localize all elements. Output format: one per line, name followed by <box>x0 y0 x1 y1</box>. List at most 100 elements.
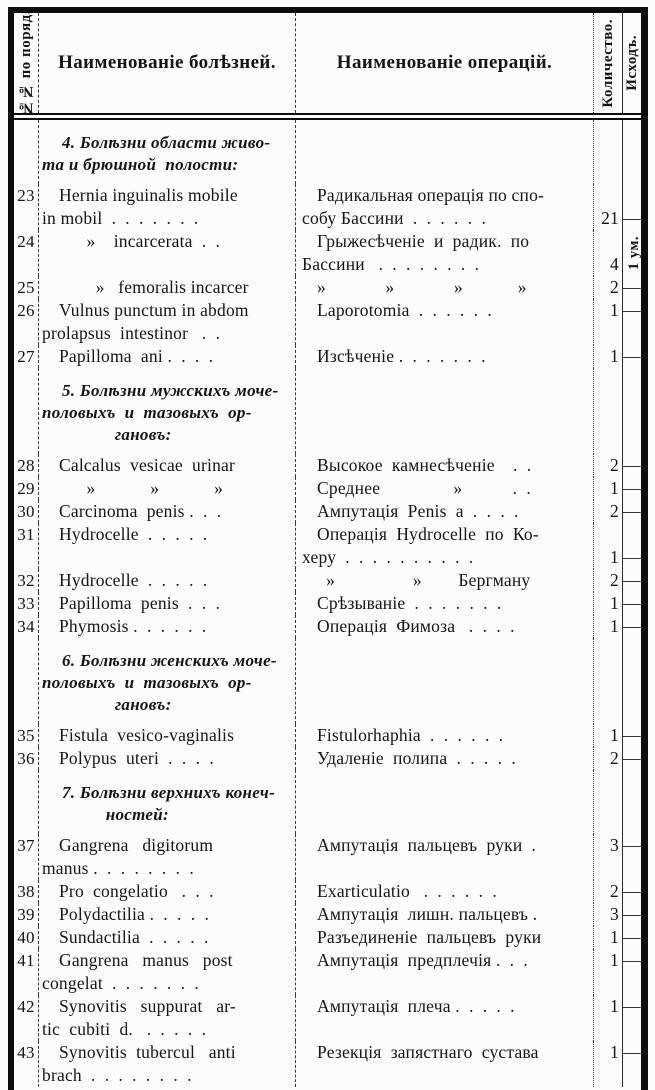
operation-cell: Резекція запястнаго сустава <box>295 1041 593 1087</box>
col-number-header: №№ по поряд. <box>17 10 34 116</box>
outcome-cell: — <box>622 995 641 1041</box>
section-heading-row: 4. Болѣзни области живо- та и брюшной по… <box>14 120 641 184</box>
operation-cell: Радикальная операція по спо- собу Бассин… <box>295 184 593 230</box>
outcome-cell <box>622 638 641 724</box>
row-number <box>14 368 38 454</box>
outcome-cell: — <box>622 1041 641 1087</box>
operation-cell: Высокое камнесѣченіе . . <box>295 454 593 477</box>
operation-cell: Операція Hydrocelle по Ко- херу . . . . … <box>295 523 593 569</box>
section-heading-row: 7. Болѣзни верхнихъ конеч- ностей: <box>14 770 641 834</box>
quantity-cell: 1 <box>593 477 622 500</box>
operation-cell <box>295 368 593 454</box>
outcome-cell: — <box>622 184 641 230</box>
header-double-rule <box>14 113 641 120</box>
row-number: 31 <box>17 525 35 544</box>
table-row: 25 » femoralis incarcer» » » »2— <box>14 276 641 299</box>
disease-cell: Hernia inguinalis mobile in mobil . . . … <box>38 184 295 230</box>
outcome-cell: — <box>622 477 641 500</box>
col-quantity-header-cell: Количество. <box>593 13 622 113</box>
row-number: 37 <box>17 836 35 855</box>
disease-cell: Synovitis suppurat ar- tic cubiti d. . .… <box>38 995 295 1041</box>
quantity-cell <box>593 770 622 834</box>
disease-cell: » femoralis incarcer <box>38 276 295 299</box>
outcome-cell: — <box>622 949 641 995</box>
row-number <box>14 120 38 184</box>
outcome-cell: — <box>622 569 641 592</box>
row-number: 41 <box>17 951 35 970</box>
row-number: 23 <box>17 186 35 205</box>
surgical-operations-table: №№ по поряд. Наименованіе болѣзней. Наим… <box>8 7 648 1090</box>
col-disease-header-cell: Наименованіе болѣзней. <box>38 13 295 113</box>
row-number: 35 <box>17 726 35 745</box>
disease-cell: Phymosis . . . . . . <box>38 615 295 638</box>
disease-cell: Sundactilia . . . . . <box>38 926 295 949</box>
operation-cell: Ампутація пальцевъ руки . <box>295 834 593 880</box>
disease-cell: Fistula vesico-vaginalis <box>38 724 295 747</box>
outcome-cell <box>622 120 641 184</box>
disease-cell: Polydactilia . . . . . <box>38 903 295 926</box>
outcome-cell: — <box>622 454 641 477</box>
quantity-cell: 1 <box>593 926 622 949</box>
outcome-cell: — <box>622 880 641 903</box>
row-number <box>14 638 38 724</box>
disease-cell: Hydrocelle . . . . . <box>38 523 295 569</box>
row-number <box>14 770 38 834</box>
disease-cell: Gangrena manus post congelat . . . . . .… <box>38 949 295 995</box>
operation-cell: Laporotomia . . . . . . <box>295 299 593 345</box>
operation-cell: » » » » <box>295 276 593 299</box>
row-number: 43 <box>17 1043 35 1062</box>
quantity-cell: 1 <box>593 1041 622 1087</box>
table-row: 29 » » »Среднее » . .1— <box>14 477 641 500</box>
quantity-cell: 2 <box>593 500 622 523</box>
col-quantity-header: Количество. <box>599 18 616 108</box>
section-heading: 6. Болѣзни женскихъ моче- половыхъ и таз… <box>38 638 295 724</box>
quantity-cell: 2 <box>593 880 622 903</box>
operation-cell: Ампутація плеча . . . . . <box>295 995 593 1041</box>
col-outcome-header: Исходъ. <box>623 35 640 91</box>
operation-cell: Грыжесѣченіе и радик. по Бассини . . . .… <box>295 230 593 276</box>
section-heading-row: 6. Болѣзни женскихъ моче- половыхъ и таз… <box>14 638 641 724</box>
col-operation-header-cell: Наименованіе операцій. <box>295 13 593 113</box>
disease-cell: Gangrena digitorum manus . . . . . . . . <box>38 834 295 880</box>
operation-cell: » » Бергману <box>295 569 593 592</box>
col-outcome-header-cell: Исходъ. <box>622 13 641 113</box>
col-number-header-cell: №№ по поряд. <box>14 10 38 116</box>
row-number: 24 <box>17 232 35 251</box>
row-number: 34 <box>17 617 35 636</box>
row-number: 29 <box>17 479 35 498</box>
quantity-cell: 2 <box>593 747 622 770</box>
row-number: 27 <box>17 347 35 366</box>
operation-cell: Exarticulatio . . . . . . <box>295 880 593 903</box>
outcome-cell: 1 ум. <box>622 230 641 276</box>
row-number: 25 <box>17 278 35 297</box>
outcome-cell <box>622 368 641 454</box>
row-number: 40 <box>17 928 35 947</box>
operation-cell: Среднее » . . <box>295 477 593 500</box>
quantity-cell: 3 <box>593 834 622 880</box>
row-number: 38 <box>17 882 35 901</box>
disease-cell: » » » <box>38 477 295 500</box>
quantity-cell: 1 <box>593 615 622 638</box>
operation-cell <box>295 638 593 724</box>
outcome-cell: — <box>622 724 641 747</box>
operation-cell: Ампутація Penis a . . . . <box>295 500 593 523</box>
operation-cell: Изсѣченіе . . . . . . . <box>295 345 593 368</box>
quantity-cell <box>593 120 622 184</box>
quantity-cell: 21 <box>593 184 622 230</box>
table-body: 4. Болѣзни области живо- та и брюшной по… <box>14 120 641 1087</box>
table-row: 24 » incarcerata . .Грыжесѣченіе и радик… <box>14 230 641 276</box>
